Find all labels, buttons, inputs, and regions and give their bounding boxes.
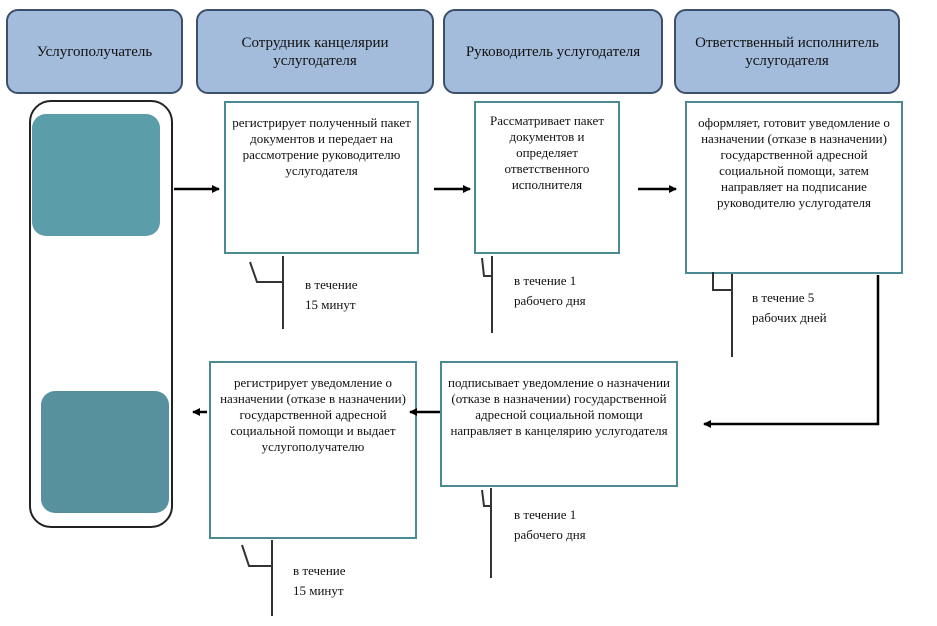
bracket-office-issue	[241, 544, 272, 567]
header-head: Руководитель услугодателя	[443, 9, 663, 94]
bracket-executor-prepare	[712, 272, 732, 291]
start-block	[32, 114, 160, 236]
step-office-register: регистрирует полученный пакет документов…	[224, 101, 419, 254]
arrow-executor-to-sign	[703, 275, 880, 428]
header-recipient: Услугополучатель	[6, 9, 183, 94]
step-office-issue: регистрирует уведомление о назначении (о…	[209, 361, 417, 539]
bracket-head-review	[481, 257, 492, 277]
step-executor-prepare: оформляет, готовит уведомление о назначе…	[685, 101, 903, 274]
header-office: Сотрудник канцелярии услугодателя	[196, 9, 434, 94]
step-head-review: Рассматривает пакет документов и определ…	[474, 101, 620, 254]
bracket-head-sign	[481, 489, 491, 507]
bracket-office-register	[249, 261, 283, 283]
end-block	[41, 391, 169, 513]
header-executor: Ответственный исполнитель услугодателя	[674, 9, 900, 94]
step-head-sign: подписывает уведомление о назначении (от…	[440, 361, 678, 487]
